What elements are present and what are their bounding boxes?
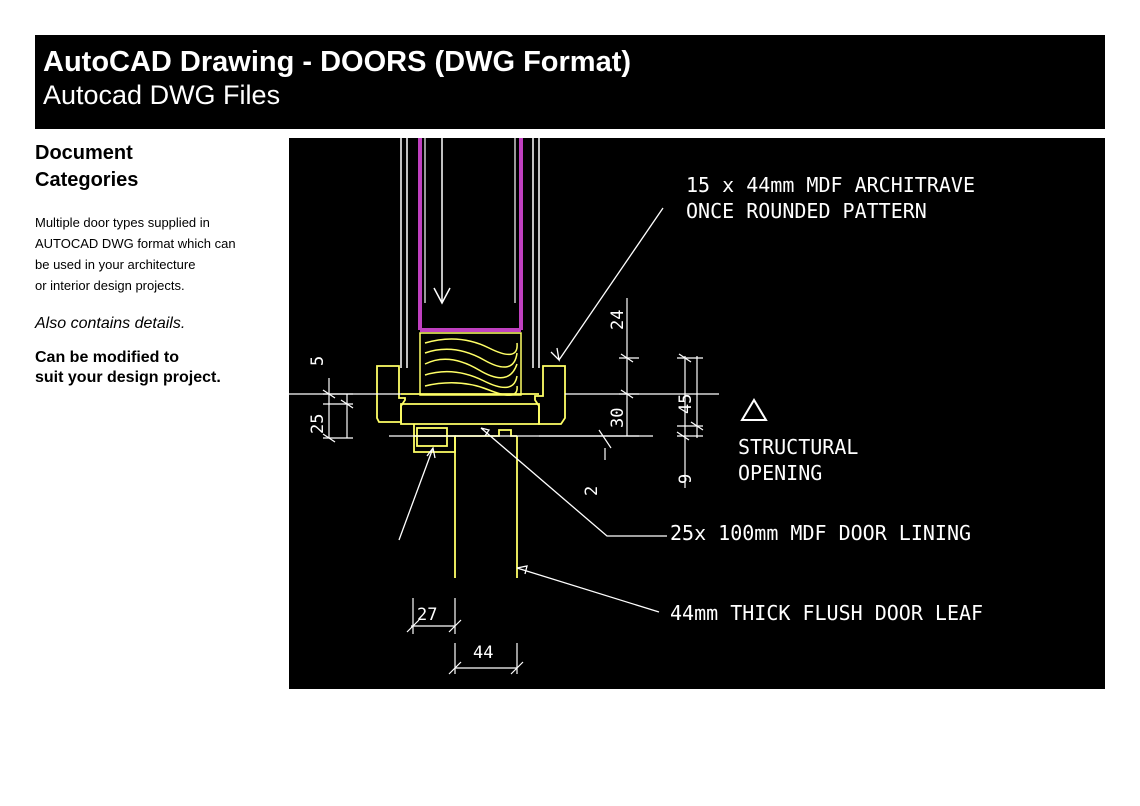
dim-30: 30 xyxy=(608,408,628,428)
down-arrow xyxy=(433,138,451,305)
dim-24: 24 xyxy=(608,310,628,330)
structural-label-line1: STRUCTURAL xyxy=(738,435,858,459)
structural-opening-icon xyxy=(740,398,768,421)
description-text: Multiple door types supplied in AUTOCAD … xyxy=(35,212,275,296)
dimension-lines xyxy=(322,298,704,675)
description-line: Multiple door types supplied in xyxy=(35,215,210,230)
architrave-label-line2: ONCE ROUNDED PATTERN xyxy=(686,199,927,223)
category-title[interactable]: Document Categories xyxy=(35,140,275,194)
door-lining xyxy=(389,424,599,578)
modify-note-line2: suit your design project. xyxy=(35,369,221,386)
dim-27: 27 xyxy=(417,605,437,625)
category-title-line2: Categories xyxy=(35,169,139,191)
description-line: AUTOCAD DWG format which can xyxy=(35,236,236,251)
description-line: be used in your architecture xyxy=(35,257,196,272)
leader-lines xyxy=(398,207,667,613)
magenta-inner-lines xyxy=(424,138,516,303)
description-line: or interior design projects. xyxy=(35,278,185,293)
architrave-label-line1: 15 x 44mm MDF ARCHITRAVE xyxy=(686,173,975,197)
door-leaf-label: 44mm THICK FLUSH DOOR LEAF xyxy=(670,601,983,625)
header-bar: AutoCAD Drawing - DOORS (DWG Format) Aut… xyxy=(35,35,1105,129)
timber-head xyxy=(419,332,522,396)
dim-9: 9 xyxy=(676,474,696,484)
dim-5: 5 xyxy=(308,356,328,366)
sidebar: Document Categories Multiple door types … xyxy=(35,140,275,388)
architrave xyxy=(376,365,566,425)
modify-note-line1: Can be modified to xyxy=(35,349,179,366)
magenta-leaf xyxy=(418,138,523,332)
cad-drawing: 15 x 44mm MDF ARCHITRAVE ONCE ROUNDED PA… xyxy=(289,138,1105,689)
cad-drawing-svg: 15 x 44mm MDF ARCHITRAVE ONCE ROUNDED PA… xyxy=(289,138,983,675)
dim-45: 45 xyxy=(676,394,696,414)
door-lining-label: 25x 100mm MDF DOOR LINING xyxy=(670,521,971,545)
page-subtitle: Autocad DWG Files xyxy=(43,80,281,110)
frame-top-lines xyxy=(400,138,540,368)
details-note: Also contains details. xyxy=(35,315,186,332)
dim-2: 2 xyxy=(582,486,602,496)
page-title: AutoCAD Drawing - DOORS (DWG Format) xyxy=(43,46,632,78)
category-title-line1: Document xyxy=(35,142,133,164)
dim-25: 25 xyxy=(308,414,328,434)
dim-44: 44 xyxy=(473,643,493,663)
structural-label-line2: OPENING xyxy=(738,461,822,485)
modify-note: Can be modified to suit your design proj… xyxy=(35,348,275,388)
